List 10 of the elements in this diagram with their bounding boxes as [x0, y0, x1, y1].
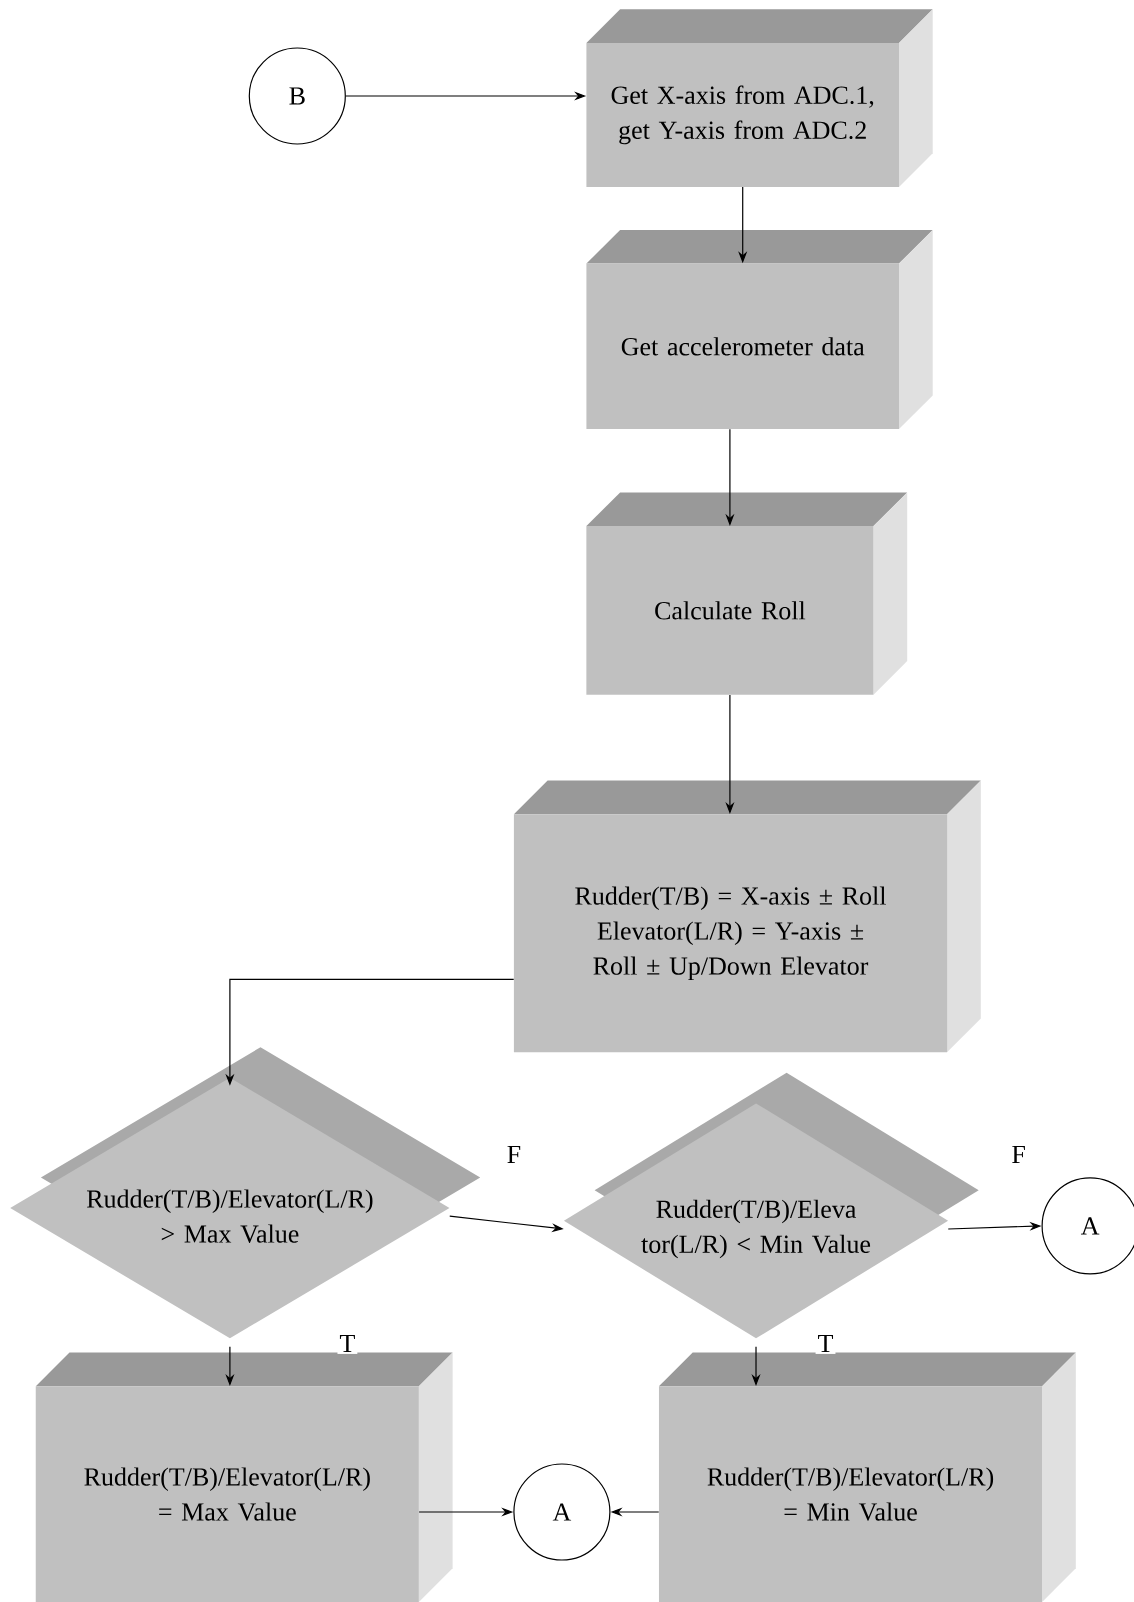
- process-box: Rudder(T/B)/Elevator(L/R) = Max Value: [35, 1352, 453, 1602]
- edge-label: F: [1009, 1143, 1028, 1165]
- process-box: Rudder(T/B) = X-axis ± Roll Elevator(L/R) = Y-axis ± Roll ± Up/Down Elevator: [513, 780, 981, 1053]
- edge-label: F: [504, 1143, 524, 1165]
- edge-label: T: [337, 1332, 358, 1354]
- process-box: Calculate Roll: [586, 492, 908, 695]
- process-box: Get accelerometer data: [586, 229, 933, 430]
- process-box: Get X-axis from ADC.1, get Y-axis from ADC.2: [586, 9, 933, 187]
- edge-label: T: [815, 1332, 836, 1354]
- process-box: Rudder(T/B)/Elevator(L/R) = Min Value: [658, 1352, 1076, 1602]
